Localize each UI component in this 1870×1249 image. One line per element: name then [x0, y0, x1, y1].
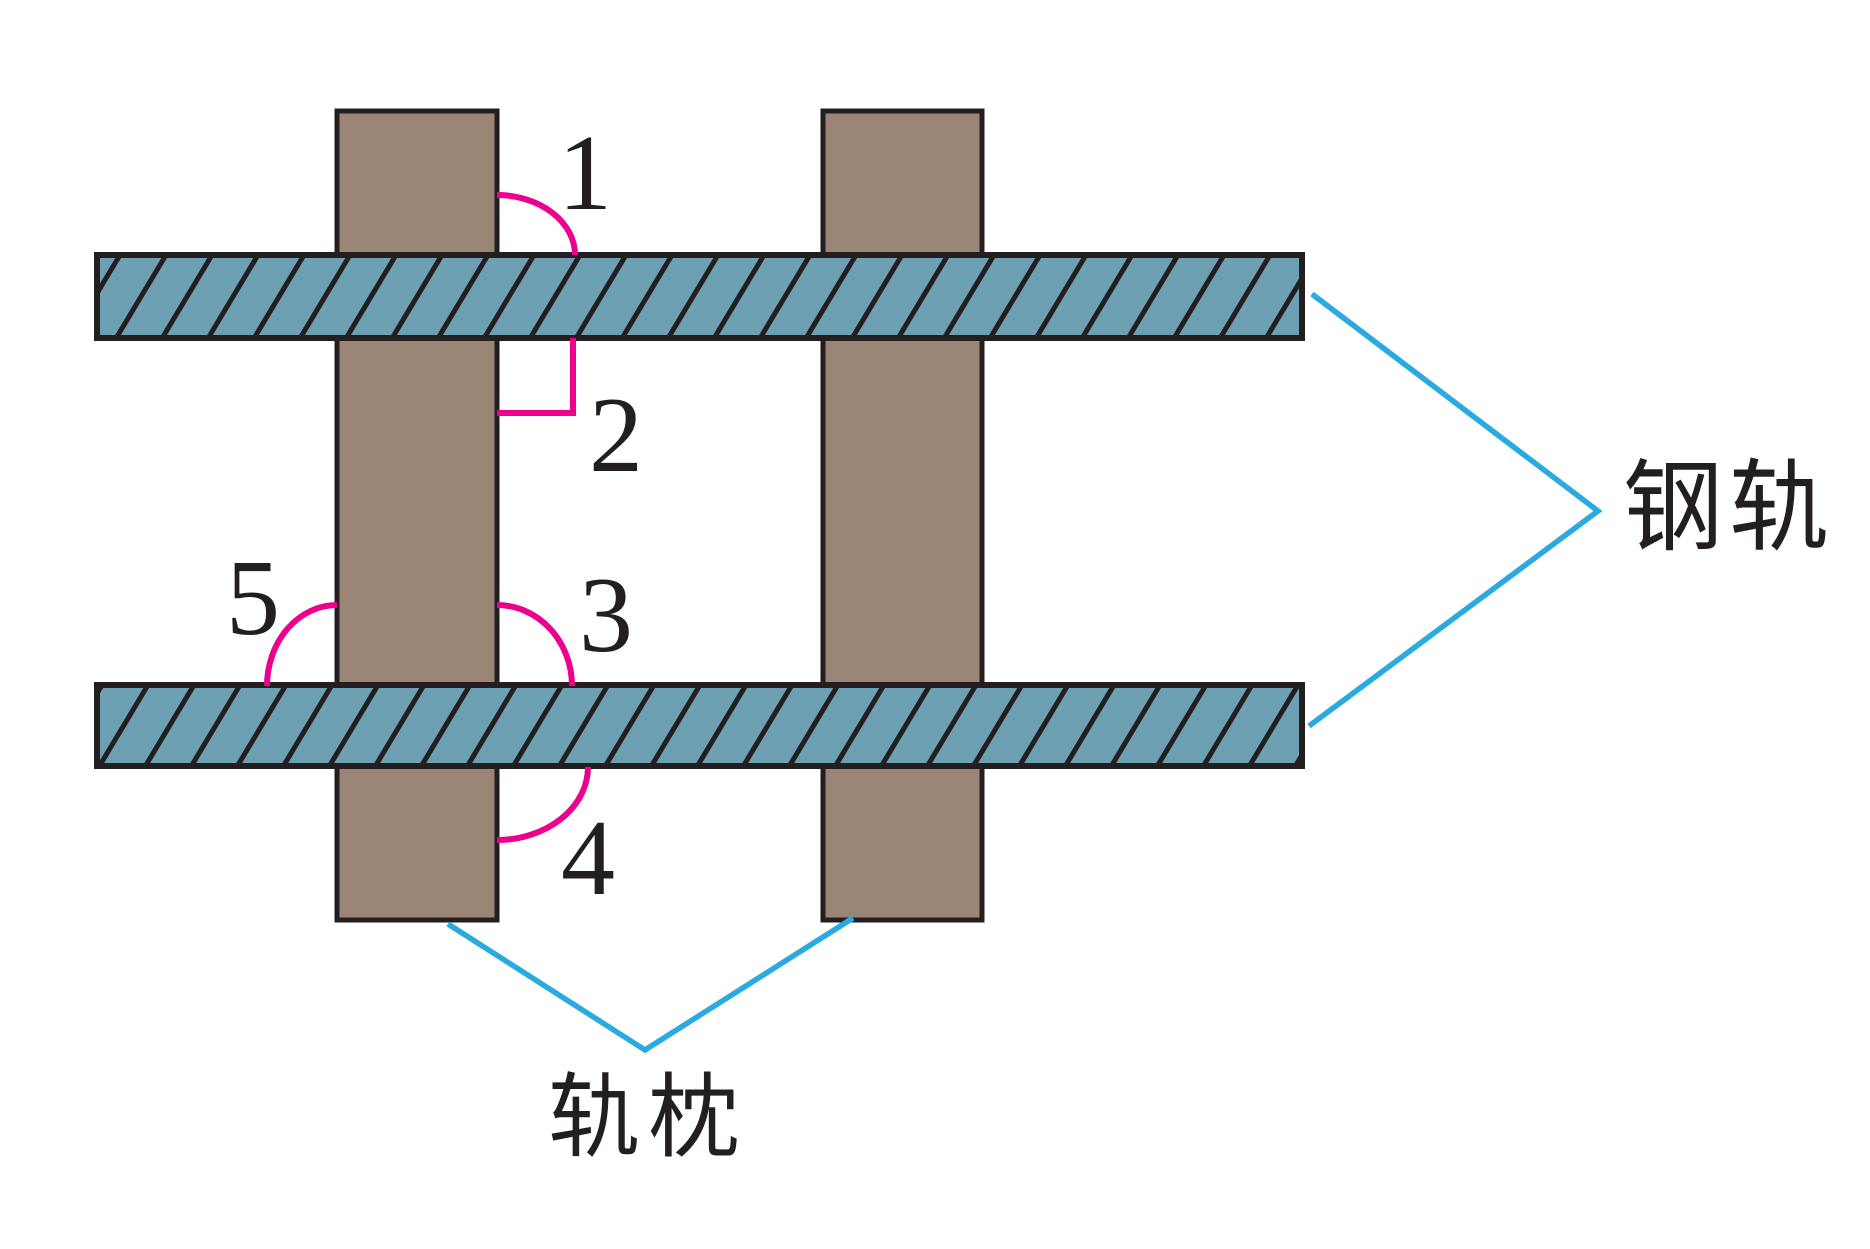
angle-marks-group [264, 192, 591, 843]
angle-5-arc [264, 602, 338, 687]
sleepers-label: 轨枕 [548, 1067, 748, 1169]
rails-label: 钢轨 [1623, 453, 1835, 564]
rail-bottom [94, 682, 1305, 769]
angle-4-arc [496, 766, 591, 843]
leader-lines-group [446, 291, 1603, 1054]
angle-1-label: 1 [558, 114, 612, 233]
angle-2-label: 2 [589, 376, 643, 495]
angle-4-label: 4 [561, 799, 615, 918]
rail-top [94, 252, 1305, 341]
sleepers-group [334, 108, 985, 923]
part-labels-group: 钢轨 轨枕 [548, 453, 1835, 1169]
sleeper-left [334, 108, 500, 923]
angle-1-arc [496, 192, 578, 256]
rails-group [94, 252, 1305, 769]
angle-2-right-angle-mark [497, 338, 576, 416]
rails-leader-line [1307, 291, 1603, 729]
angle-3-label: 3 [579, 556, 633, 675]
sleeper-right [820, 108, 985, 923]
sleepers-leader-line [446, 915, 855, 1054]
angle-labels-group: 1 2 3 4 5 [226, 114, 643, 918]
angle-3-arc [496, 602, 575, 687]
angle-5-label: 5 [226, 539, 280, 658]
